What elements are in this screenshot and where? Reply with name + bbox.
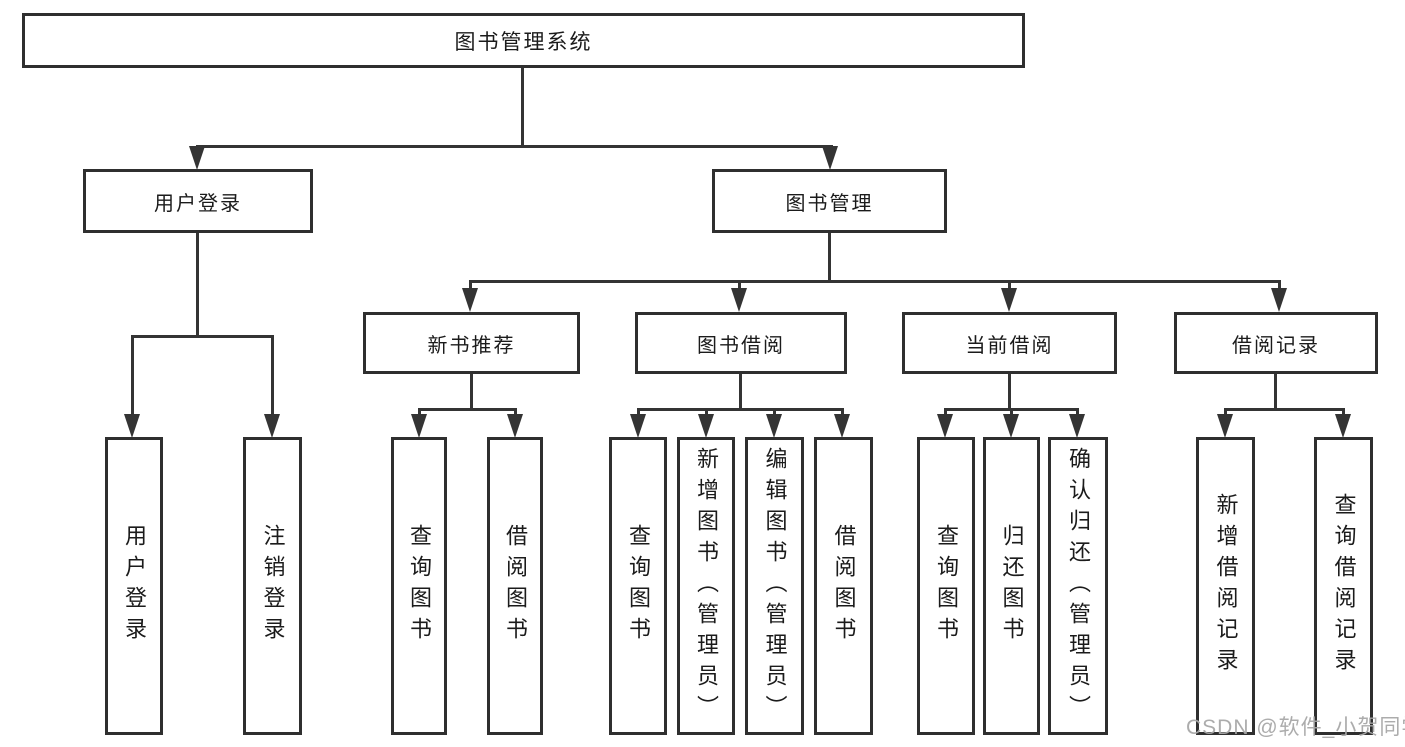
connector-line — [469, 280, 472, 292]
connector-line — [514, 408, 517, 417]
connector-line — [828, 232, 831, 283]
arrow-down-icon — [189, 146, 205, 170]
leaf-query-books: 查询图书 — [609, 437, 667, 735]
leaf-query-books: 查询图书 — [391, 437, 447, 735]
node-label: 查询图书 — [407, 524, 432, 648]
connector-line — [469, 280, 1281, 283]
arrow-down-icon — [1271, 288, 1287, 312]
leaf-user-login: 用户登录 — [105, 437, 163, 735]
node-label: 注销登录 — [260, 524, 286, 648]
node-label: 借阅图书 — [831, 524, 857, 648]
arrow-down-icon — [766, 414, 782, 438]
node-label: 确认归还（管理员） — [1066, 446, 1091, 726]
arrow-down-icon — [462, 288, 478, 312]
arrow-down-icon — [698, 414, 714, 438]
node-label: 图书管理 — [785, 192, 874, 215]
arrow-down-icon — [834, 414, 850, 438]
arrow-down-icon — [1001, 288, 1017, 312]
connector-line — [131, 335, 134, 415]
arrow-down-icon — [124, 414, 140, 438]
node-label: 用户登录 — [154, 192, 242, 215]
arrow-down-icon — [1335, 414, 1351, 438]
connector-line — [1008, 280, 1011, 292]
connector-line — [470, 374, 473, 410]
leaf-add-borrow-record: 新增借阅记录 — [1196, 437, 1255, 735]
connector-line — [841, 408, 844, 417]
leaf-logout: 注销登录 — [243, 437, 302, 735]
leaf-query-books: 查询图书 — [917, 437, 975, 735]
arrow-down-icon — [264, 414, 280, 438]
node-label: 归还图书 — [999, 524, 1025, 648]
node-label: 查询图书 — [626, 524, 651, 648]
leaf-edit-books-admin: 编辑图书（管理员） — [745, 437, 804, 735]
node-current-borrow: 当前借阅 — [902, 312, 1117, 374]
connector-line — [1278, 280, 1281, 292]
connector-line — [196, 232, 199, 338]
node-label: 图书管理系统 — [454, 30, 593, 54]
connector-line — [271, 335, 274, 415]
connector-line — [418, 408, 517, 411]
arrow-down-icon — [1217, 414, 1233, 438]
connector-line — [1224, 408, 1227, 417]
leaf-borrow-books: 借阅图书 — [814, 437, 873, 735]
arrow-down-icon — [1069, 414, 1085, 438]
connector-line — [773, 408, 776, 417]
node-label: 图书借阅 — [697, 334, 785, 357]
node-label: 新增图书（管理员） — [694, 446, 719, 726]
arrow-down-icon — [822, 146, 838, 170]
leaf-query-borrow-record: 查询借阅记录 — [1314, 437, 1373, 735]
connector-line — [418, 408, 421, 417]
arrow-down-icon — [1003, 414, 1019, 438]
connector-line — [1010, 408, 1013, 417]
leaf-add-books-admin: 新增图书（管理员） — [677, 437, 735, 735]
arrow-down-icon — [731, 288, 747, 312]
leaf-return-books: 归还图书 — [983, 437, 1040, 735]
leaf-borrow-books: 借阅图书 — [487, 437, 543, 735]
node-label: 借阅记录 — [1232, 334, 1320, 357]
connector-line — [1008, 374, 1011, 410]
connector-line — [738, 280, 741, 292]
connector-line — [944, 408, 947, 417]
connector-line — [1076, 408, 1079, 417]
connector-line — [521, 68, 524, 148]
node-label: 当前借阅 — [965, 334, 1054, 357]
node-label: 编辑图书（管理员） — [762, 446, 788, 726]
node-label: 借阅图书 — [503, 524, 528, 648]
connector-line — [196, 145, 833, 148]
node-label: 用户登录 — [122, 524, 147, 648]
connector-line — [637, 408, 640, 417]
csdn-watermark: CSDN @软件_小贺同学 — [1186, 716, 1405, 739]
connector-line — [637, 408, 843, 411]
connector-line — [739, 374, 742, 410]
node-label: 查询图书 — [934, 524, 959, 648]
node-book-management: 图书管理 — [712, 169, 947, 233]
connector-line — [1224, 408, 1345, 411]
arrow-down-icon — [630, 414, 646, 438]
arrow-down-icon — [411, 414, 427, 438]
node-label: 查询借阅记录 — [1331, 493, 1357, 679]
node-book-borrow: 图书借阅 — [635, 312, 847, 374]
node-label: 新书推荐 — [427, 334, 516, 357]
connector-line — [1274, 374, 1277, 410]
node-borrow-records: 借阅记录 — [1174, 312, 1378, 374]
node-user-login: 用户登录 — [83, 169, 313, 233]
node-library-management-system: 图书管理系统 — [22, 13, 1025, 68]
connector-line — [1342, 408, 1345, 417]
arrow-down-icon — [937, 414, 953, 438]
node-new-book-recommend: 新书推荐 — [363, 312, 580, 374]
connector-line — [705, 408, 708, 417]
connector-line — [131, 335, 274, 338]
leaf-confirm-return-admin: 确认归还（管理员） — [1048, 437, 1108, 735]
arrow-down-icon — [507, 414, 523, 438]
node-label: 新增借阅记录 — [1213, 493, 1239, 679]
